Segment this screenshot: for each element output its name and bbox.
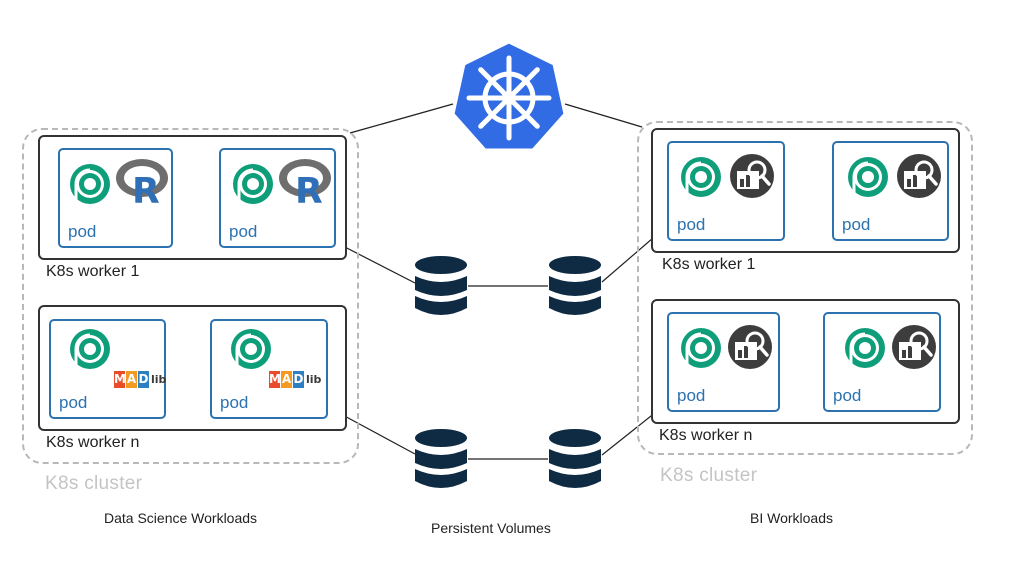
worker-label-ds-1: K8s worker 1 bbox=[46, 263, 140, 280]
pod-bi-na: pod bbox=[667, 312, 780, 412]
greenplum-logo-icon bbox=[681, 328, 721, 368]
bi-analytics-icon bbox=[897, 154, 941, 198]
caption-data-science: Data Science Workloads bbox=[104, 510, 258, 526]
cluster-data-science bbox=[22, 128, 359, 464]
pod-ds-1a: R pod bbox=[58, 148, 173, 248]
r-logo-icon: R bbox=[279, 159, 331, 206]
database-cylinder-icon bbox=[415, 429, 467, 488]
pod-label: pod bbox=[220, 393, 249, 412]
madlib-logo-icon: M A D lib bbox=[114, 371, 166, 388]
cluster-bi bbox=[637, 121, 973, 455]
pod-label: pod bbox=[677, 386, 706, 405]
pod-label: pod bbox=[68, 222, 97, 241]
worker-label-bi-n: K8s worker n bbox=[659, 427, 753, 444]
greenplum-logo-icon bbox=[848, 157, 888, 197]
greenplum-logo-icon bbox=[845, 328, 885, 368]
caption-bi: BI Workloads bbox=[750, 510, 833, 526]
worker-bi-1: pod pod bbox=[651, 128, 960, 253]
database-cylinder-icon bbox=[549, 429, 601, 488]
pod-bi-1b: pod bbox=[832, 141, 949, 241]
madlib-letter-d: D bbox=[138, 371, 149, 388]
worker-ds-n: M A D lib pod M A D lib pod bbox=[38, 305, 347, 431]
greenplum-logo-icon bbox=[681, 157, 721, 197]
madlib-letter-a: A bbox=[126, 371, 137, 388]
pod-bi-1a: pod bbox=[667, 141, 785, 241]
greenplum-logo-icon bbox=[70, 329, 110, 369]
database-cylinder-icon bbox=[415, 256, 467, 315]
svg-text:R: R bbox=[295, 171, 323, 206]
cluster-label-data-science: K8s cluster bbox=[45, 473, 143, 494]
pod-ds-na: M A D lib pod bbox=[49, 319, 166, 419]
kubernetes-helm-icon bbox=[451, 40, 567, 152]
worker-label-bi-1: K8s worker 1 bbox=[662, 256, 756, 273]
pod-ds-nb: M A D lib pod bbox=[210, 319, 328, 419]
pod-ds-1b: R pod bbox=[219, 148, 336, 248]
pod-bi-nb: pod bbox=[823, 312, 941, 412]
bi-analytics-icon bbox=[728, 325, 772, 369]
r-logo-icon: R bbox=[116, 159, 168, 206]
greenplum-logo-icon bbox=[231, 329, 271, 369]
pod-label: pod bbox=[59, 393, 88, 412]
worker-label-ds-n: K8s worker n bbox=[46, 434, 140, 451]
madlib-letter-d: D bbox=[293, 371, 304, 388]
worker-bi-n: pod pod bbox=[651, 299, 960, 424]
madlib-letter-a: A bbox=[281, 371, 292, 388]
madlib-letter-m: M bbox=[114, 371, 126, 388]
pod-label: pod bbox=[677, 215, 706, 234]
worker-ds-1: R pod R pod bbox=[38, 135, 347, 260]
pod-label: pod bbox=[833, 386, 862, 405]
greenplum-logo-icon bbox=[233, 164, 273, 204]
greenplum-logo-icon bbox=[70, 164, 110, 204]
cluster-label-bi: K8s cluster bbox=[660, 465, 758, 486]
madlib-letter-m: M bbox=[269, 371, 281, 388]
bi-analytics-icon bbox=[730, 154, 774, 198]
bi-analytics-icon bbox=[892, 325, 936, 369]
k8s-link-left bbox=[349, 103, 454, 134]
k8s-link-right bbox=[564, 103, 643, 128]
madlib-suffix: lib bbox=[306, 373, 322, 386]
madlib-suffix: lib bbox=[151, 373, 167, 386]
pod-label: pod bbox=[842, 215, 871, 234]
database-cylinder-icon bbox=[549, 256, 601, 315]
caption-persistent-volumes: Persistent Volumes bbox=[431, 520, 551, 536]
svg-text:R: R bbox=[132, 171, 160, 206]
pod-label: pod bbox=[229, 222, 258, 241]
madlib-logo-icon: M A D lib bbox=[269, 371, 321, 388]
